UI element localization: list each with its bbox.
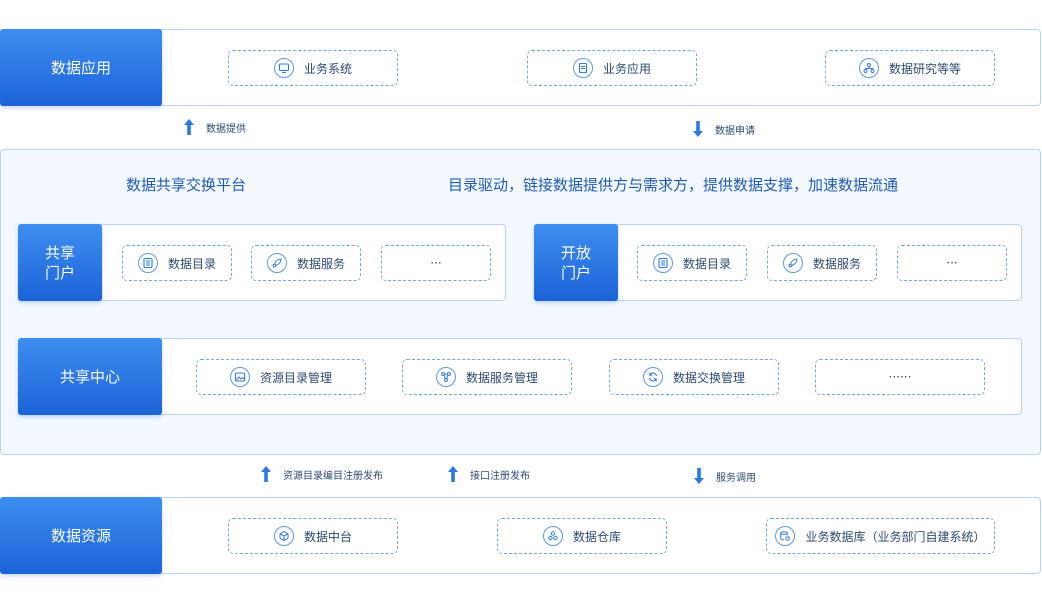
- share-center-more-chip[interactable]: ······: [815, 359, 985, 395]
- data-service-mgmt-chip[interactable]: 数据服务管理: [402, 359, 572, 395]
- monitor-icon: [273, 58, 294, 78]
- share-portal-service-label: 数据服务: [296, 256, 345, 271]
- list-icon: [137, 253, 158, 273]
- resource-catalog-mgmt-chip[interactable]: 资源目录管理: [196, 359, 366, 395]
- data-service-mgmt-label: 数据服务管理: [465, 370, 538, 385]
- open-portal-label-line1: 开放: [560, 243, 591, 262]
- data-middle-platform-label: 数据中台: [303, 529, 352, 544]
- business-database-label: 业务数据库（业务部门自建系统）: [805, 529, 986, 544]
- arrow-down-icon: [693, 121, 703, 137]
- data-application-label-text: 数据应用: [50, 59, 111, 77]
- cube-icon: [273, 526, 294, 546]
- data-warehouse-label: 数据仓库: [572, 529, 621, 544]
- hierarchy-icon: [858, 58, 879, 78]
- refresh-icon: [642, 367, 663, 387]
- business-system-chip[interactable]: 业务系统: [228, 50, 398, 86]
- open-portal-more-label: ···: [946, 256, 958, 270]
- arrow-up-icon: [448, 466, 458, 482]
- open-portal-service-label: 数据服务: [812, 256, 861, 271]
- data-provide-label: 数据提供: [206, 123, 246, 135]
- data-exchange-mgmt-chip[interactable]: 数据交换管理: [609, 359, 779, 395]
- open-portal-catalog-label: 数据目录: [682, 256, 731, 271]
- service-call-arrow: 服务调用: [692, 467, 756, 485]
- network-icon: [435, 367, 456, 387]
- arrow-up-icon: [184, 119, 194, 135]
- data-request-label: 数据申请: [715, 125, 755, 137]
- platform-slogan: 目录驱动，链接数据提供方与需求方，提供数据支撑，加速数据流通: [448, 176, 899, 194]
- data-request-arrow: 数据申请: [691, 120, 755, 138]
- open-portal-catalog-chip[interactable]: 数据目录: [637, 245, 747, 281]
- business-application-label: 业务应用: [602, 61, 651, 76]
- share-portal-label-line1: 共享: [44, 243, 75, 262]
- rocket-icon: [266, 253, 287, 273]
- share-portal-label: 共享 门户: [18, 224, 102, 301]
- business-system-label: 业务系统: [303, 61, 352, 76]
- platform-title: 数据共享交换平台: [126, 176, 247, 194]
- list-icon: [652, 253, 673, 273]
- data-exchange-mgmt-label: 数据交换管理: [672, 370, 745, 385]
- share-center-more-label: ······: [888, 370, 912, 384]
- business-application-chip[interactable]: 业务应用: [527, 50, 697, 86]
- share-portal-label-line2: 门户: [44, 263, 75, 282]
- data-research-label: 数据研究等等: [888, 61, 961, 76]
- share-center-label-text: 共享中心: [59, 368, 120, 386]
- catalog-register-label: 资源目录编目注册发布: [283, 470, 383, 482]
- data-middle-platform-chip[interactable]: 数据中台: [228, 518, 398, 554]
- business-database-chip[interactable]: 业务数据库（业务部门自建系统）: [766, 518, 995, 554]
- share-center-label: 共享中心: [18, 338, 162, 415]
- data-resource-label-text: 数据资源: [50, 527, 111, 545]
- rocket-icon: [782, 253, 803, 273]
- share-portal-more-label: ···: [430, 256, 442, 270]
- open-portal-more-chip[interactable]: ···: [897, 245, 1007, 281]
- data-application-label: 数据应用: [0, 29, 162, 106]
- arrow-up-icon: [261, 466, 271, 482]
- data-resource-label: 数据资源: [0, 497, 162, 574]
- share-portal-catalog-label: 数据目录: [167, 256, 216, 271]
- share-portal-service-chip[interactable]: 数据服务: [251, 245, 361, 281]
- image-icon: [229, 367, 250, 387]
- data-provide-arrow: 数据提供: [182, 118, 246, 136]
- service-call-label: 服务调用: [716, 472, 756, 484]
- open-portal-service-chip[interactable]: 数据服务: [767, 245, 877, 281]
- arrow-down-icon: [694, 468, 704, 484]
- stack-icon: [542, 526, 563, 546]
- document-icon: [572, 58, 593, 78]
- share-portal-more-chip[interactable]: ···: [381, 245, 491, 281]
- open-portal-label-line2: 门户: [560, 263, 591, 282]
- data-research-chip[interactable]: 数据研究等等: [825, 50, 995, 86]
- interface-register-arrow: 接口注册发布: [446, 465, 530, 483]
- resource-catalog-mgmt-label: 资源目录管理: [259, 370, 332, 385]
- database-gear-icon: [775, 526, 796, 546]
- data-warehouse-chip[interactable]: 数据仓库: [497, 518, 667, 554]
- catalog-register-arrow: 资源目录编目注册发布: [259, 465, 383, 483]
- share-portal-catalog-chip[interactable]: 数据目录: [122, 245, 232, 281]
- open-portal-label: 开放 门户: [534, 224, 618, 301]
- interface-register-label: 接口注册发布: [470, 470, 530, 482]
